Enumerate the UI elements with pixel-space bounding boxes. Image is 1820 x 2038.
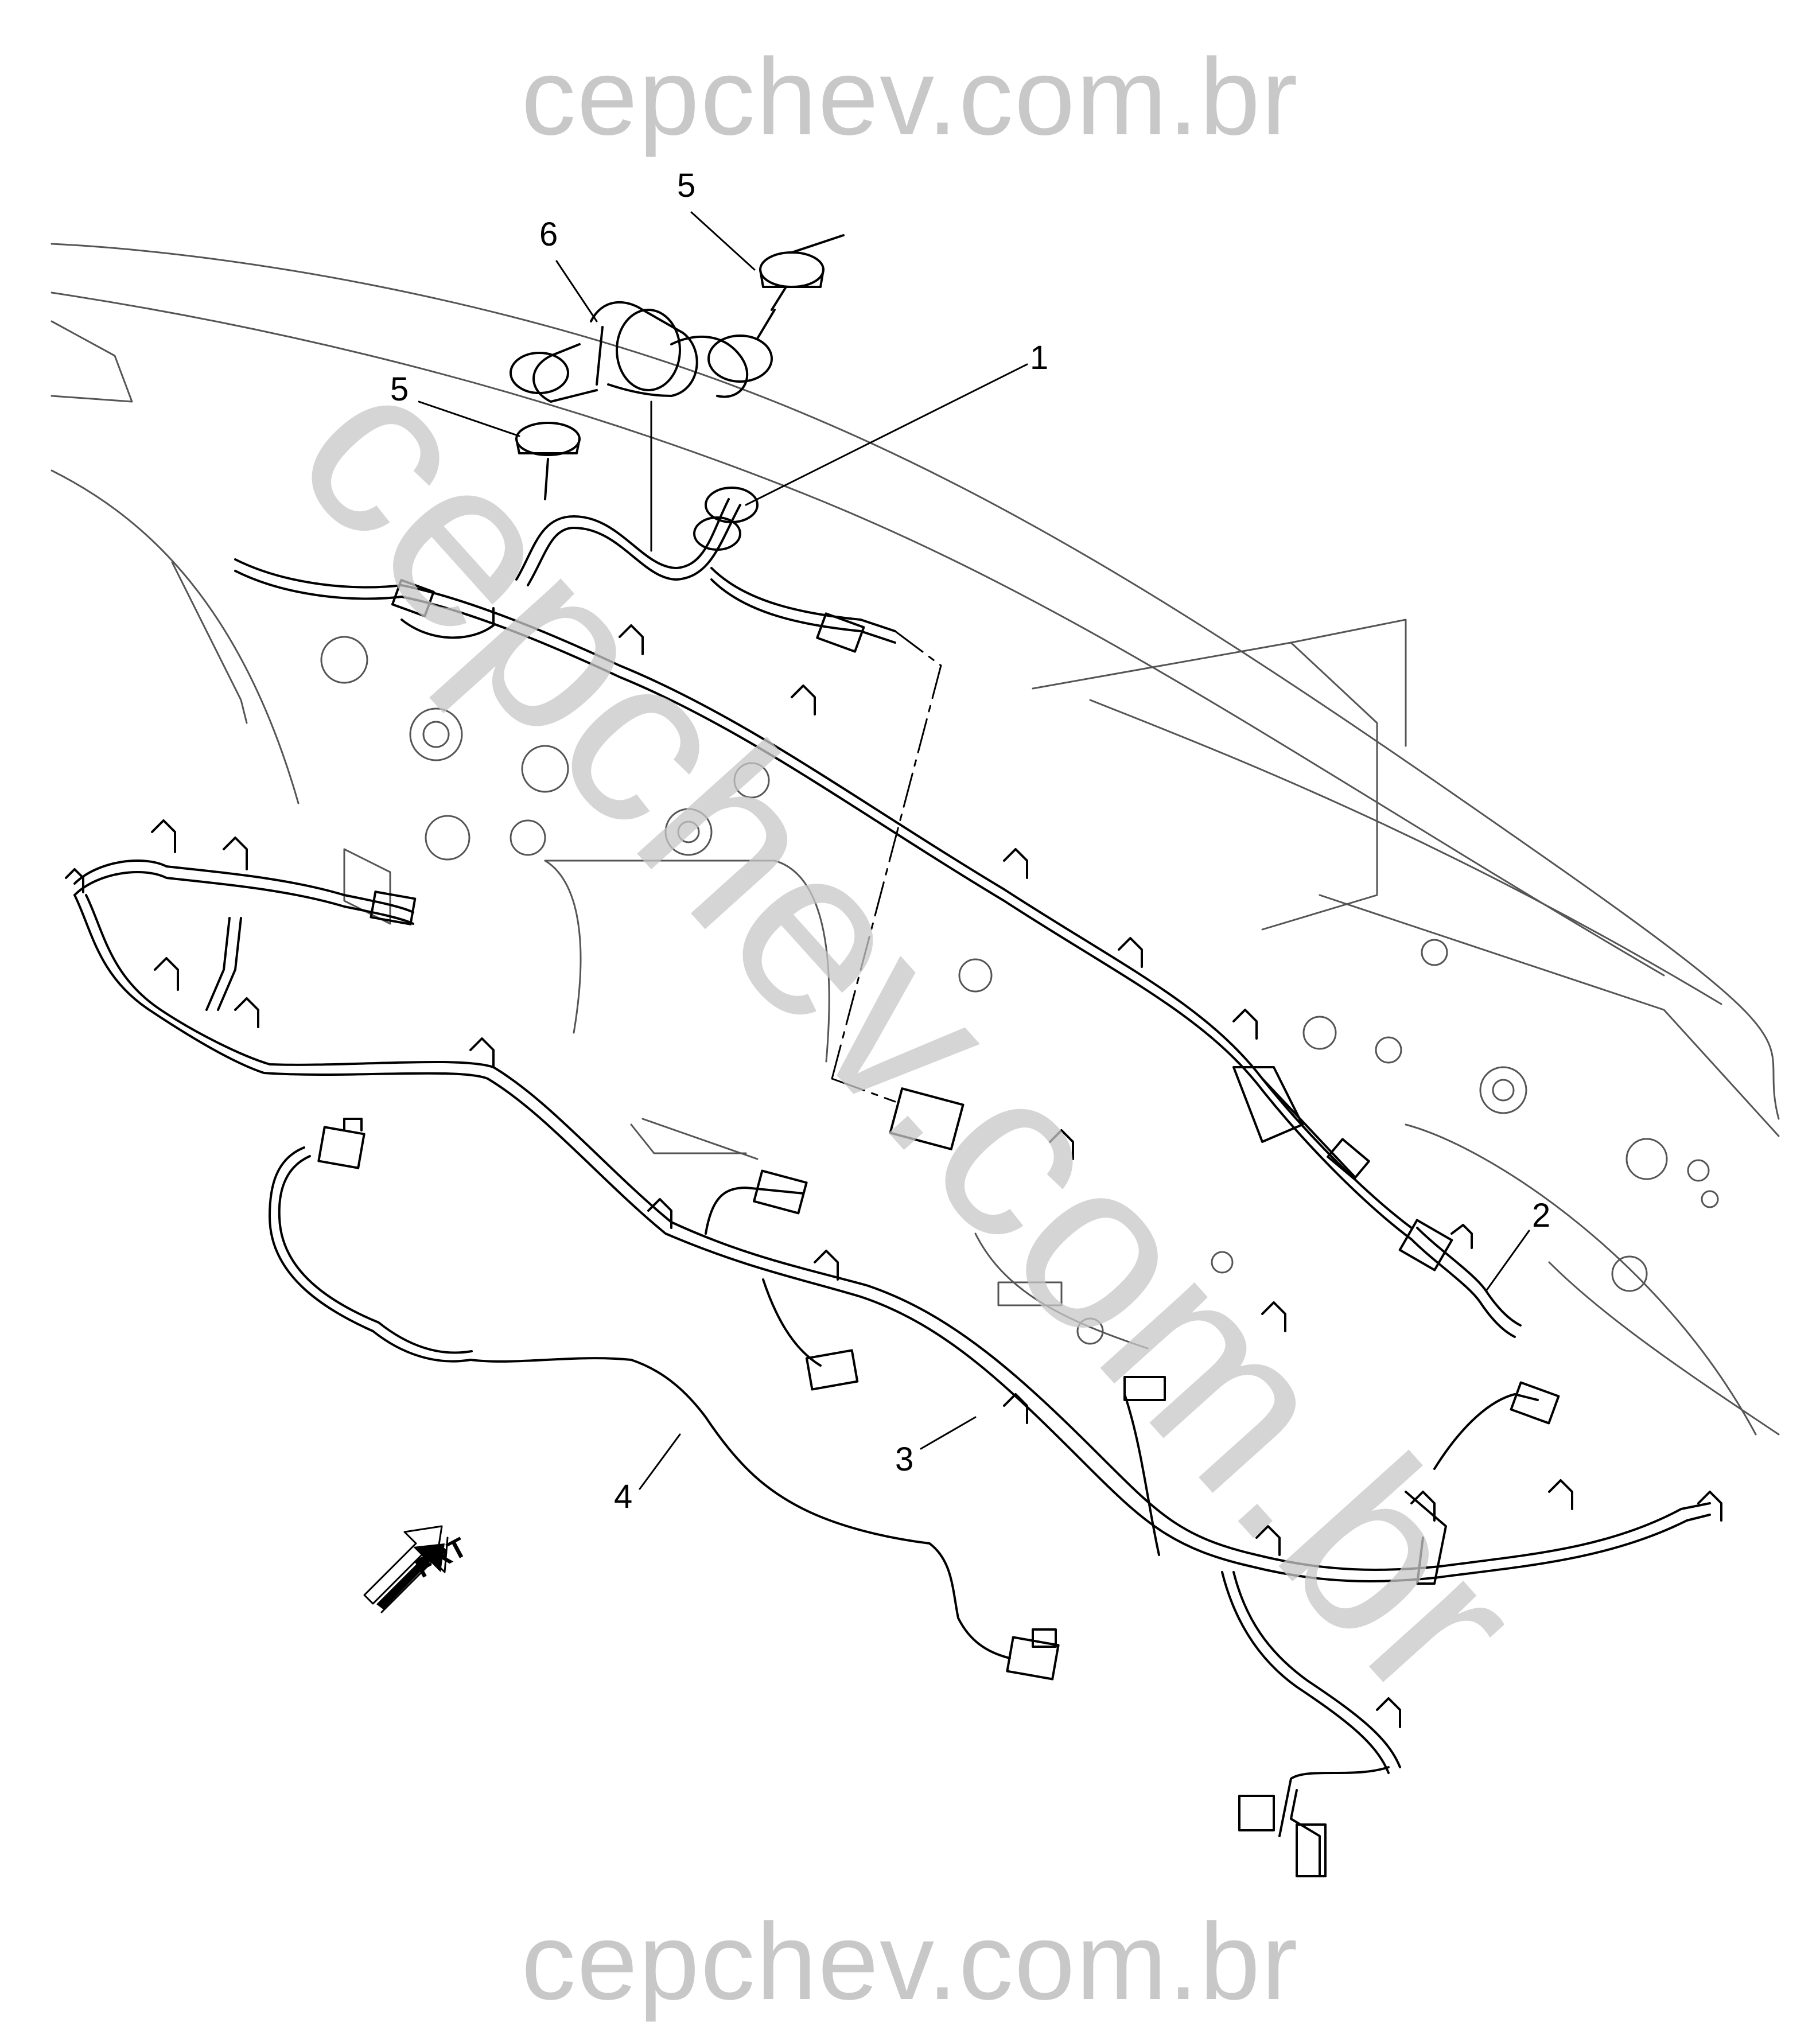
callout-1: 1 [1030, 339, 1049, 376]
callout-4: 4 [614, 1478, 633, 1515]
front-arrow-icon [363, 1525, 449, 1613]
watermark-top: cepchev.com.br [521, 36, 1299, 158]
callout-5-left: 5 [390, 371, 409, 408]
harness-2 [1398, 1219, 1522, 1338]
callout-6: 6 [539, 216, 558, 253]
callout-3: 3 [895, 1441, 914, 1478]
grommet-assembly [510, 234, 845, 552]
harness-4 [269, 1118, 1060, 1681]
watermark-bottom: cepchev.com.br [521, 1901, 1299, 2023]
harness-1 [234, 487, 1413, 1240]
callout-5-top: 5 [677, 167, 696, 204]
alignment-lines [831, 630, 942, 1103]
leader-lines [418, 211, 1530, 1490]
vehicle-body-outline [50, 243, 1780, 1436]
callout-2: 2 [1532, 1197, 1551, 1234]
harness-3 [65, 819, 1722, 1877]
